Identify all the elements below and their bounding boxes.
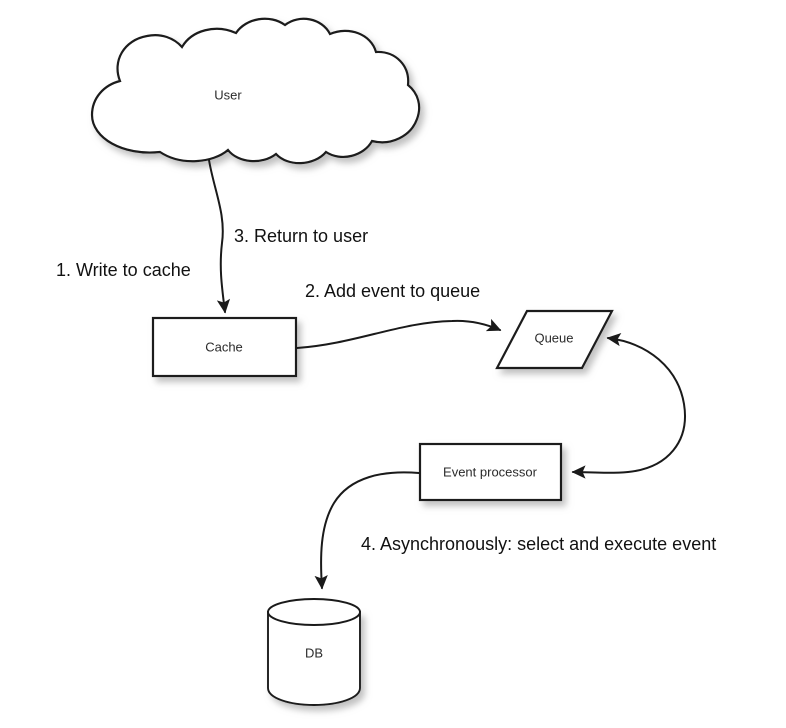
step-label-1: 1. Write to cache xyxy=(56,260,191,280)
node-cache-label: Cache xyxy=(205,339,243,354)
node-queue[interactable]: Queue xyxy=(495,309,614,370)
node-user[interactable]: User xyxy=(90,17,421,165)
db-cylinder-top xyxy=(267,598,361,626)
node-user-label: User xyxy=(214,87,242,102)
edge-cache-to-queue xyxy=(296,318,502,349)
step-label-3: 3. Return to user xyxy=(234,226,368,246)
event-processor-shape xyxy=(418,442,563,502)
db-cylinder-body xyxy=(267,611,361,706)
node-queue-label: Queue xyxy=(534,330,573,345)
step-label-2: 2. Add event to queue xyxy=(305,281,480,301)
node-event-processor[interactable]: Event processor xyxy=(418,442,563,502)
edge-user-to-cache xyxy=(208,159,231,314)
step-label-4: 4. Asynchronously: select and execute ev… xyxy=(361,534,716,554)
edge-event-processor-to-db xyxy=(314,471,420,590)
node-db[interactable]: DB xyxy=(267,598,361,706)
node-cache[interactable]: Cache xyxy=(151,316,298,378)
cloud-shape xyxy=(90,17,421,165)
node-db-label: DB xyxy=(305,645,323,660)
edge-queue-event-processor xyxy=(571,332,686,479)
node-event-processor-label: Event processor xyxy=(443,464,538,479)
cache-shape xyxy=(151,316,298,378)
